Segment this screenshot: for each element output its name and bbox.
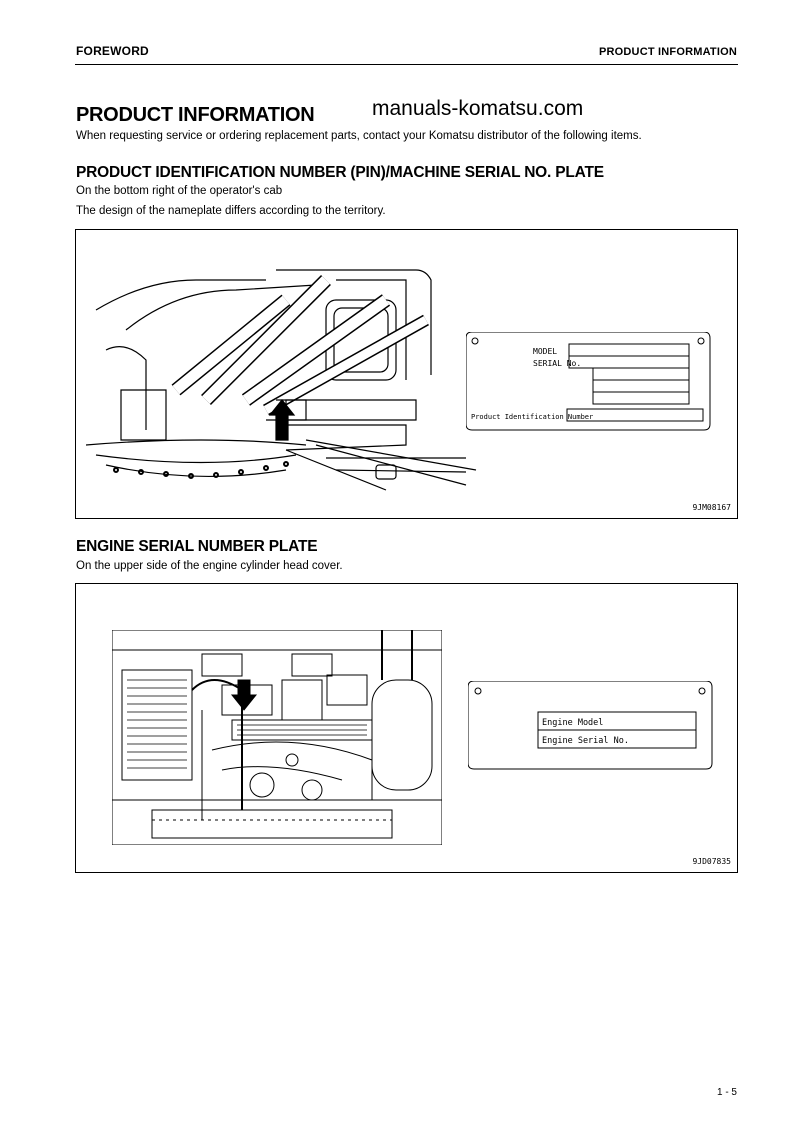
plate-serial-label: SERIAL No. bbox=[533, 359, 581, 368]
location-arrow-icon bbox=[268, 399, 296, 441]
engine-figure-code: 9JD07835 bbox=[692, 857, 731, 866]
engine-heading: ENGINE SERIAL NUMBER PLATE bbox=[76, 538, 318, 555]
engine-figure: Engine Model Engine Serial No. 9JD07835 bbox=[75, 583, 738, 873]
plate-pin-label: Product Identification Number bbox=[471, 413, 593, 421]
page-number: 1 - 5 bbox=[716, 1087, 737, 1098]
pin-figure-code: 9JM08167 bbox=[692, 503, 731, 512]
pin-location-text: On the bottom right of the operator's ca… bbox=[76, 185, 283, 197]
cab-illustration bbox=[86, 269, 477, 491]
engine-illustration bbox=[112, 630, 442, 845]
intro-text: When requesting service or ordering repl… bbox=[76, 130, 642, 142]
pin-figure: MODEL SERIAL No. Product Identification … bbox=[75, 229, 738, 519]
header-right: PRODUCT INFORMATION bbox=[598, 46, 737, 58]
plate-engine-serial-label: Engine Serial No. bbox=[542, 736, 629, 746]
header-left: FOREWORD bbox=[76, 44, 149, 58]
pin-design-note: The design of the nameplate differs acco… bbox=[76, 205, 386, 217]
engine-arrow-icon bbox=[230, 679, 258, 711]
watermark: manuals-komatsu.com bbox=[372, 97, 584, 120]
pin-heading: PRODUCT IDENTIFICATION NUMBER (PIN)/MACH… bbox=[76, 164, 604, 181]
engine-location-text: On the upper side of the engine cylinder… bbox=[76, 560, 343, 572]
footer-rule bbox=[75, 1100, 738, 1101]
engine-nameplate: Engine Model Engine Serial No. bbox=[468, 681, 713, 770]
plate-model-label: MODEL bbox=[533, 347, 557, 356]
pin-nameplate: MODEL SERIAL No. Product Identification … bbox=[466, 332, 711, 431]
header-rule bbox=[75, 64, 738, 65]
page-title: PRODUCT INFORMATION bbox=[76, 104, 315, 126]
plate-engine-model-label: Engine Model bbox=[542, 718, 603, 728]
